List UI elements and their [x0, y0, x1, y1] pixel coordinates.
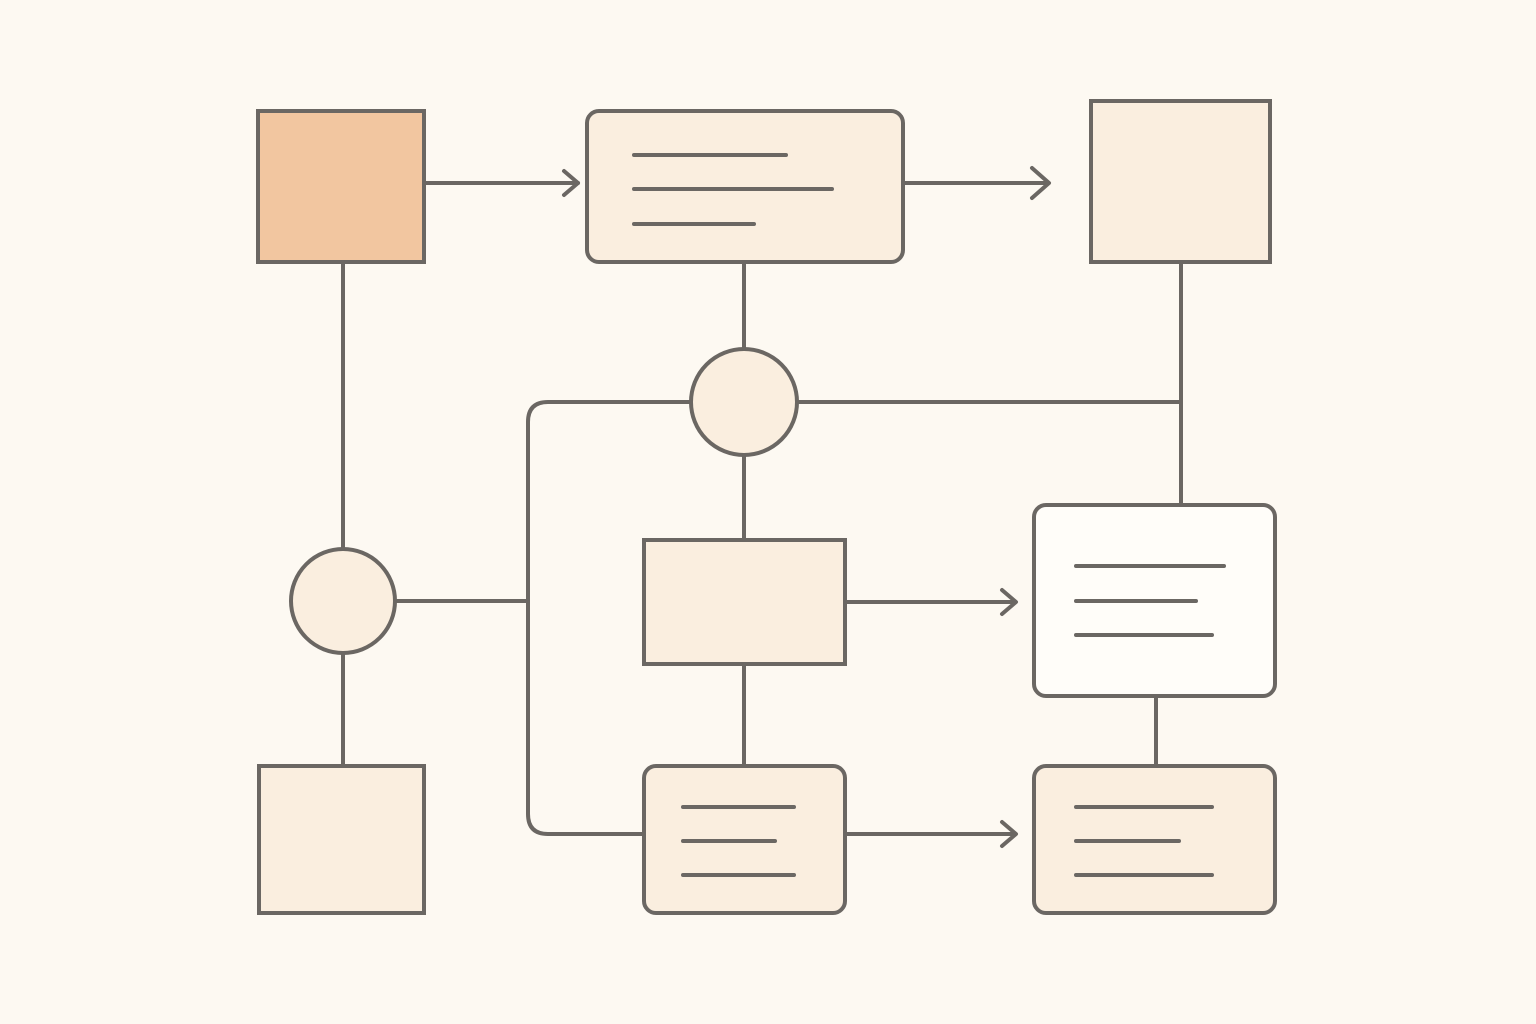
middle-process-box	[642, 538, 847, 666]
arrowhead-bottom-right	[1000, 820, 1018, 848]
bottom-right-box	[1032, 764, 1277, 915]
edge-center-circle-loop-to-bottom-middle	[526, 400, 693, 836]
left-junction-circle	[289, 547, 397, 655]
top-process-box	[585, 109, 905, 264]
nodes	[256, 99, 1277, 915]
arrowhead-top-right	[1030, 166, 1051, 200]
top-process-box-shape	[585, 109, 905, 264]
center-junction-circle	[689, 347, 799, 457]
top-right-square	[1089, 99, 1272, 264]
arrowhead-right-document	[1000, 588, 1018, 616]
start-square	[256, 109, 426, 264]
bottom-middle-box	[642, 764, 847, 915]
bottom-left-square	[257, 764, 426, 915]
connectors	[341, 166, 1183, 848]
arrowhead-top-process	[562, 169, 580, 197]
right-document-box	[1032, 503, 1277, 698]
